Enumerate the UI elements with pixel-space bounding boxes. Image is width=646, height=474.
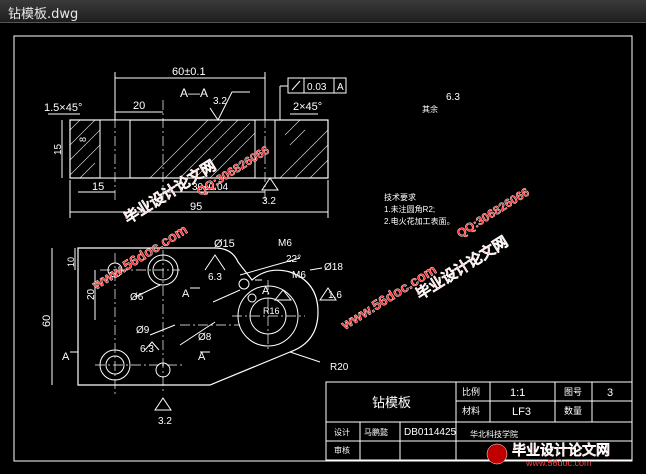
window-title: 钻模板.dwg [8,7,79,22]
rough-label: 其余 [422,104,438,114]
datum-label: A [337,82,344,93]
dim-10: 10 [66,257,76,267]
rough-63-a: 6.3 [208,272,222,283]
flatness-value: 0.03 [307,82,327,93]
cad-drawing: 60±0.1 A—A 1.5×45° 20 3.2 2×45° 0.03 A 1… [13,35,633,468]
rough-32-top: 3.2 [213,96,227,107]
student-id: DB0114425 [404,427,457,438]
dim-phi6: Ø6 [130,292,144,303]
dim-95: 95 [190,201,202,213]
dim-chamfer-left: 1.5×45° [44,102,82,114]
watermark-url-1: www.56doc.com [88,221,190,293]
dim-8: 8 [78,137,88,142]
dim-60: 60 [41,315,53,327]
dim-top-width: 60±0.1 [172,66,206,78]
dim-chamfer-right: 2×45° [293,101,322,113]
title-block [325,381,633,461]
dim-r20: R20 [330,362,349,373]
dim-m6-a: M6 [278,238,292,249]
dim-phi18: Ø18 [324,262,343,273]
dim-phi8: Ø8 [198,332,212,343]
site-logo: 毕业设计论文网 www.56doc.com [486,442,610,468]
dim-phi15: Ø15 [214,238,235,250]
tech-title: 技术要求 [384,192,416,202]
drawing-no-label: 图号 [564,387,582,397]
section-a-2: A [198,351,206,363]
watermark-qq-2: QQ:306826066 [454,185,532,241]
drawing-no-value: 3 [607,387,613,399]
section-a-4: A [262,285,270,297]
dim-m6-b: M6 [292,270,306,281]
drawing-border [13,35,633,462]
section-a-3: A [182,288,190,300]
part-name: 钻模板 [372,395,411,410]
dim-22deg: 22° [286,254,301,265]
section-view [48,72,347,218]
scale-value: 1:1 [510,387,525,399]
logo-text: 毕业设计论文网 [512,442,610,458]
rough-16: 1.6 [328,290,342,301]
scale-label: 比例 [462,386,480,397]
drawing-canvas[interactable]: 60±0.1 A—A 1.5×45° 20 3.2 2×45° 0.03 A 1… [0,22,646,470]
dim-15-bot: 15 [92,181,104,193]
rough-value: 6.3 [446,92,460,103]
tech-note-2: 2.电火花加工表面。 [384,216,455,226]
rough-32-bot: 3.2 [158,416,172,427]
section-label: A—A [180,86,208,100]
dim-20-v: 20 [86,288,97,300]
plan-view [51,247,337,411]
reviewer-label: 审核 [334,445,350,455]
qty-label: 数量 [564,405,582,416]
designer-name: 马鹏懿 [364,427,388,437]
watermarks: www.56doc.com 毕业设计论文网 QQ:306826066 www.5… [88,142,532,333]
rough-63-b: 6.3 [140,344,154,355]
rough-32-right: 3.2 [262,196,276,207]
section-a-1: A [62,351,70,363]
tech-note-1: 1.未注圆角R2; [384,204,435,214]
designer-label: 设计 [334,427,350,437]
title-bar: 钻模板.dwg [0,0,646,23]
dim-20: 20 [133,100,145,112]
material-value: LF3 [512,406,531,418]
dim-r16: R16 [263,306,280,316]
school-name: 华北科技学院 [470,429,518,439]
dim-30: 30±0.04 [192,182,229,193]
material-label: 材料 [462,405,480,416]
dim-phi9: Ø9 [136,325,150,336]
dim-15-h: 15 [53,143,64,155]
logo-url: www.56doc.com [525,458,592,468]
